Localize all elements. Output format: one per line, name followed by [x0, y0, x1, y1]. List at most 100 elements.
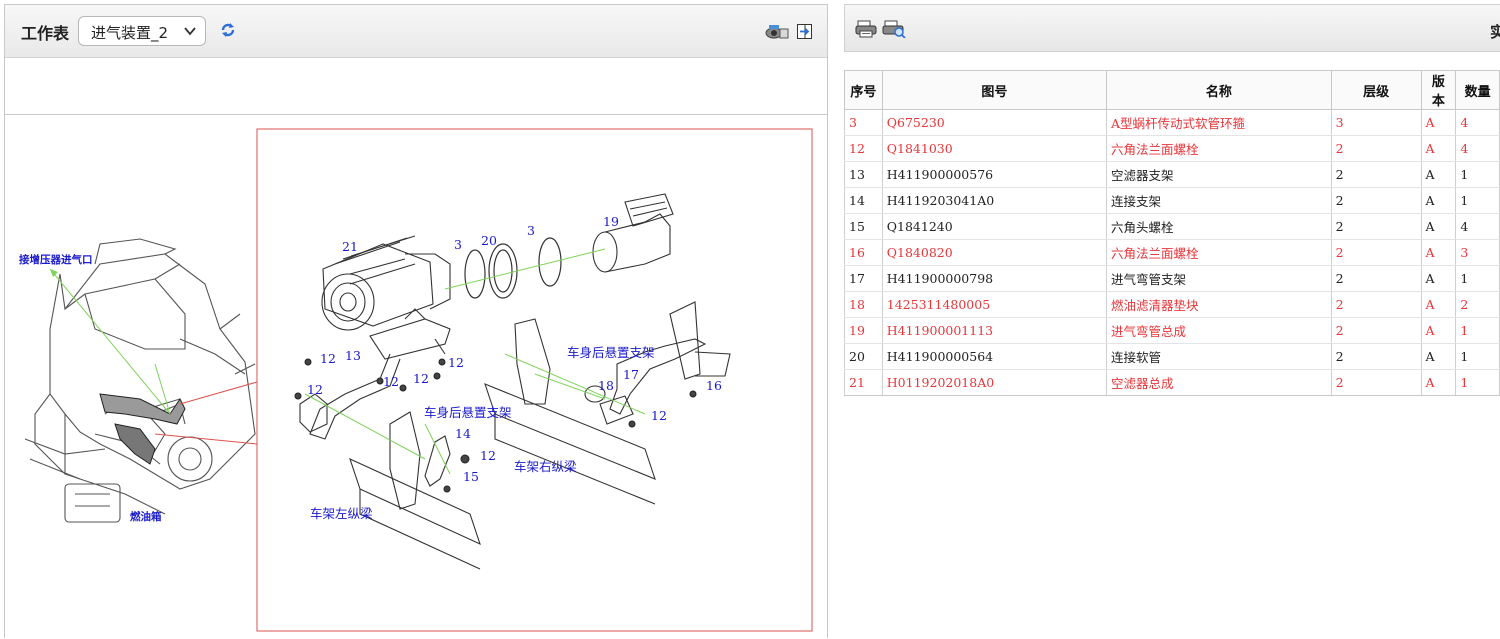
cab-green-lines: [49, 268, 171, 415]
exploded-frame: [256, 128, 813, 632]
bracket-17: [599, 301, 731, 425]
callout-12: 12: [413, 371, 429, 386]
cell-name: A型蜗杆传动式软管环箍: [1106, 109, 1332, 136]
cell-level: 2: [1330, 161, 1422, 188]
header-version[interactable]: 版本: [1420, 70, 1457, 110]
print-preview-icon[interactable]: [882, 20, 906, 38]
cell-seq: 20: [844, 343, 883, 370]
cell-seq: 15: [844, 213, 883, 240]
callout-16: 16: [706, 378, 722, 393]
cell-seq: 13: [844, 161, 883, 188]
cell-seq: 21: [844, 369, 883, 396]
callout-15: 15: [463, 469, 479, 484]
cell-part-no: Q675230: [881, 109, 1108, 136]
parts-toolbar: 实: [844, 4, 1500, 52]
worksheet-select[interactable]: 进气装置_2: [78, 16, 206, 46]
worksheet-label: 工作表: [21, 24, 70, 43]
callout-12: 12: [448, 355, 464, 370]
cell-level: 2: [1330, 369, 1422, 396]
cell-level: 2: [1330, 187, 1422, 214]
export-icon[interactable]: [796, 23, 814, 41]
cell-quantity: 4: [1455, 109, 1500, 136]
bracket-13: [299, 308, 451, 440]
cell-level: 2: [1330, 317, 1422, 344]
cell-quantity: 1: [1455, 317, 1500, 344]
print-icon[interactable]: [855, 20, 877, 38]
cell-version: A: [1420, 265, 1457, 292]
cell-quantity: 1: [1455, 161, 1500, 188]
cell-seq: 3: [844, 109, 883, 136]
cell-part-no: Q1841240: [881, 213, 1108, 240]
cell-part-no: H0119202018A0: [881, 369, 1108, 396]
bolts: [294, 358, 697, 493]
intake-pipe-sketch: [99, 393, 186, 465]
cell-quantity: 1: [1455, 343, 1500, 370]
cell-level: 2: [1330, 343, 1422, 370]
cell-part-no: Q1840820: [881, 239, 1108, 266]
cell-part-no: H411900000564: [881, 343, 1108, 370]
header-quantity[interactable]: 数量: [1455, 70, 1500, 110]
truck-cab-illustration: [24, 238, 256, 523]
cell-version: A: [1420, 161, 1457, 188]
cell-version: A: [1420, 187, 1457, 214]
cell-quantity: 2: [1455, 291, 1500, 318]
chevron-down-icon: [184, 27, 196, 36]
cell-part-no: H411900000576: [881, 161, 1108, 188]
header-seq[interactable]: 序号: [844, 70, 883, 110]
cell-name: 六角法兰面螺栓: [1106, 239, 1332, 266]
callout-3: 3: [527, 223, 535, 238]
cell-seq: 19: [844, 317, 883, 344]
cell-level: 2: [1330, 291, 1422, 318]
view-icon[interactable]: [765, 23, 789, 41]
callout-numbers: 21 3 20 3 19 13 12 12 12 12 12 12 18 17 …: [307, 214, 722, 484]
intake-elbow: [592, 193, 674, 273]
callout-17: 17: [623, 367, 639, 382]
cell-name: 六角法兰面螺栓: [1106, 135, 1332, 162]
cell-quantity: 4: [1455, 213, 1500, 240]
exploded-view-drawing[interactable]: 21 3 20 3 19 13 12 12 12 12 12 12 18 17 …: [5, 114, 829, 639]
cell-name: 燃油滤清器垫块: [1106, 291, 1332, 318]
cell-name: 进气弯管总成: [1106, 317, 1332, 344]
cell-part-no: H411900001113: [881, 317, 1108, 344]
arrow-icon: [50, 269, 58, 277]
header-name[interactable]: 名称: [1106, 70, 1332, 110]
cell-quantity: 1: [1455, 369, 1500, 396]
table-header-row: 序号 图号 名称 层级 版本 数量: [844, 70, 1500, 110]
cell-name: 连接软管: [1106, 343, 1332, 370]
callout-19: 19: [603, 214, 619, 229]
cell-version: A: [1420, 239, 1457, 266]
cell-part-no: 1425311480005: [881, 291, 1108, 318]
header-part-no[interactable]: 图号: [881, 70, 1108, 110]
cell-seq: 12: [844, 135, 883, 162]
worksheet-panel: 工作表 进气装置_2: [4, 4, 828, 638]
label-turbo-inlet: 接增压器进气口: [19, 253, 93, 266]
worksheet-toolbar: 工作表 进气装置_2: [5, 5, 827, 58]
cell-quantity: 1: [1455, 265, 1500, 292]
bracket-14: [424, 435, 451, 487]
cell-part-no: H411900000798: [881, 265, 1108, 292]
header-level[interactable]: 层级: [1330, 70, 1422, 110]
air-filter-assembly: [321, 235, 451, 331]
refresh-icon[interactable]: [219, 21, 237, 39]
cell-version: A: [1420, 135, 1457, 162]
cell-version: A: [1420, 369, 1457, 396]
cell-name: 六角头螺栓: [1106, 213, 1332, 240]
worksheet-select-value: 进气装置_2: [91, 24, 169, 42]
cell-version: A: [1420, 317, 1457, 344]
callout-3: 3: [454, 237, 462, 252]
callout-12: 12: [320, 351, 336, 366]
cell-seq: 16: [844, 239, 883, 266]
